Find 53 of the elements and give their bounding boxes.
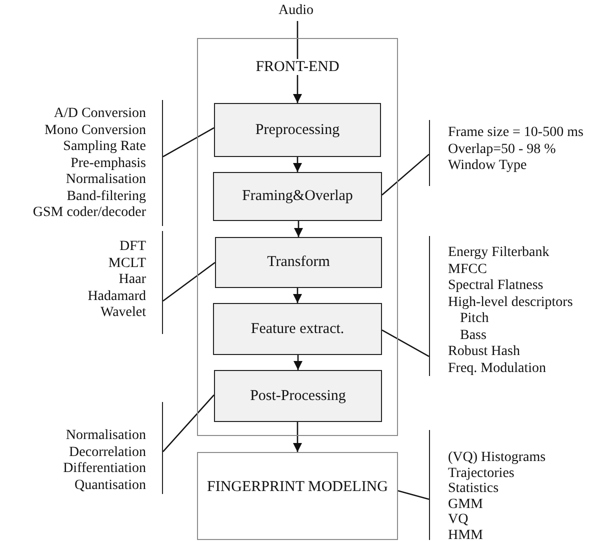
arrow <box>292 157 302 172</box>
list-item: HMM <box>448 528 484 541</box>
list-item: GMM <box>448 496 484 512</box>
list-item: Quantisation <box>73 478 146 494</box>
list-item: Statistics <box>448 481 500 496</box>
stage-frame <box>197 452 398 540</box>
list-item: Pitch <box>459 311 490 328</box>
list-item: Pre-emphasis <box>70 156 146 172</box>
leader-line <box>382 154 430 196</box>
list-item: Energy Filterbank <box>448 245 550 262</box>
process-box: Transform <box>215 237 382 288</box>
leader-line <box>162 127 214 158</box>
list-item: Differentiation <box>62 461 146 478</box>
list-item: Haar <box>118 272 146 288</box>
list-item: DFT <box>118 239 146 256</box>
list-item: Normalisation <box>64 172 146 188</box>
list-item: Trajectories <box>448 466 516 481</box>
leader-line <box>382 329 430 357</box>
list-item: Robust Hash <box>448 344 521 360</box>
process-box: Framing&Overlap <box>213 172 382 221</box>
list-item: Hadamard <box>86 288 146 305</box>
list-item: Band-filtering <box>66 188 146 205</box>
leader-line <box>162 262 216 302</box>
list-item: Freq. Modulation <box>448 360 547 377</box>
list-item: Bass <box>459 328 488 344</box>
list-item: High-level descriptors <box>448 294 574 311</box>
list-item: MCLT <box>107 256 146 272</box>
arrow <box>292 422 302 452</box>
arrow <box>292 288 302 303</box>
frame-heading: FRONT-END <box>254 59 340 75</box>
list-item: Window Type <box>448 158 528 174</box>
arrow <box>293 355 303 370</box>
leader-line <box>162 394 214 452</box>
arrow <box>294 221 304 237</box>
list-item: (VQ) Histograms <box>448 450 547 466</box>
list-item: Normalisation <box>64 428 146 444</box>
process-box: Post-Processing <box>214 370 382 422</box>
list-item: Overlap=50 - 98 % <box>448 142 557 158</box>
leader-line <box>398 490 430 500</box>
list-item: Mono Conversion <box>44 122 146 139</box>
list-item: Wavelet <box>99 305 146 322</box>
list-item: A/D Conversion <box>52 106 146 122</box>
list-item: Frame size = 10-500 ms <box>448 125 584 142</box>
input-label: Audio <box>261 3 331 21</box>
stage-frame <box>197 38 398 436</box>
list-item: MFCC <box>448 262 488 278</box>
list-item: Decorrelation <box>68 444 146 461</box>
list-item: Sampling Rate <box>62 139 146 156</box>
list-item: GSM coder/decoder <box>32 205 146 222</box>
list-item: Spectral Flatness <box>448 278 544 294</box>
list-item: VQ <box>448 512 470 528</box>
process-box: Feature extract. <box>213 303 382 355</box>
process-box: Preprocessing <box>214 103 381 157</box>
